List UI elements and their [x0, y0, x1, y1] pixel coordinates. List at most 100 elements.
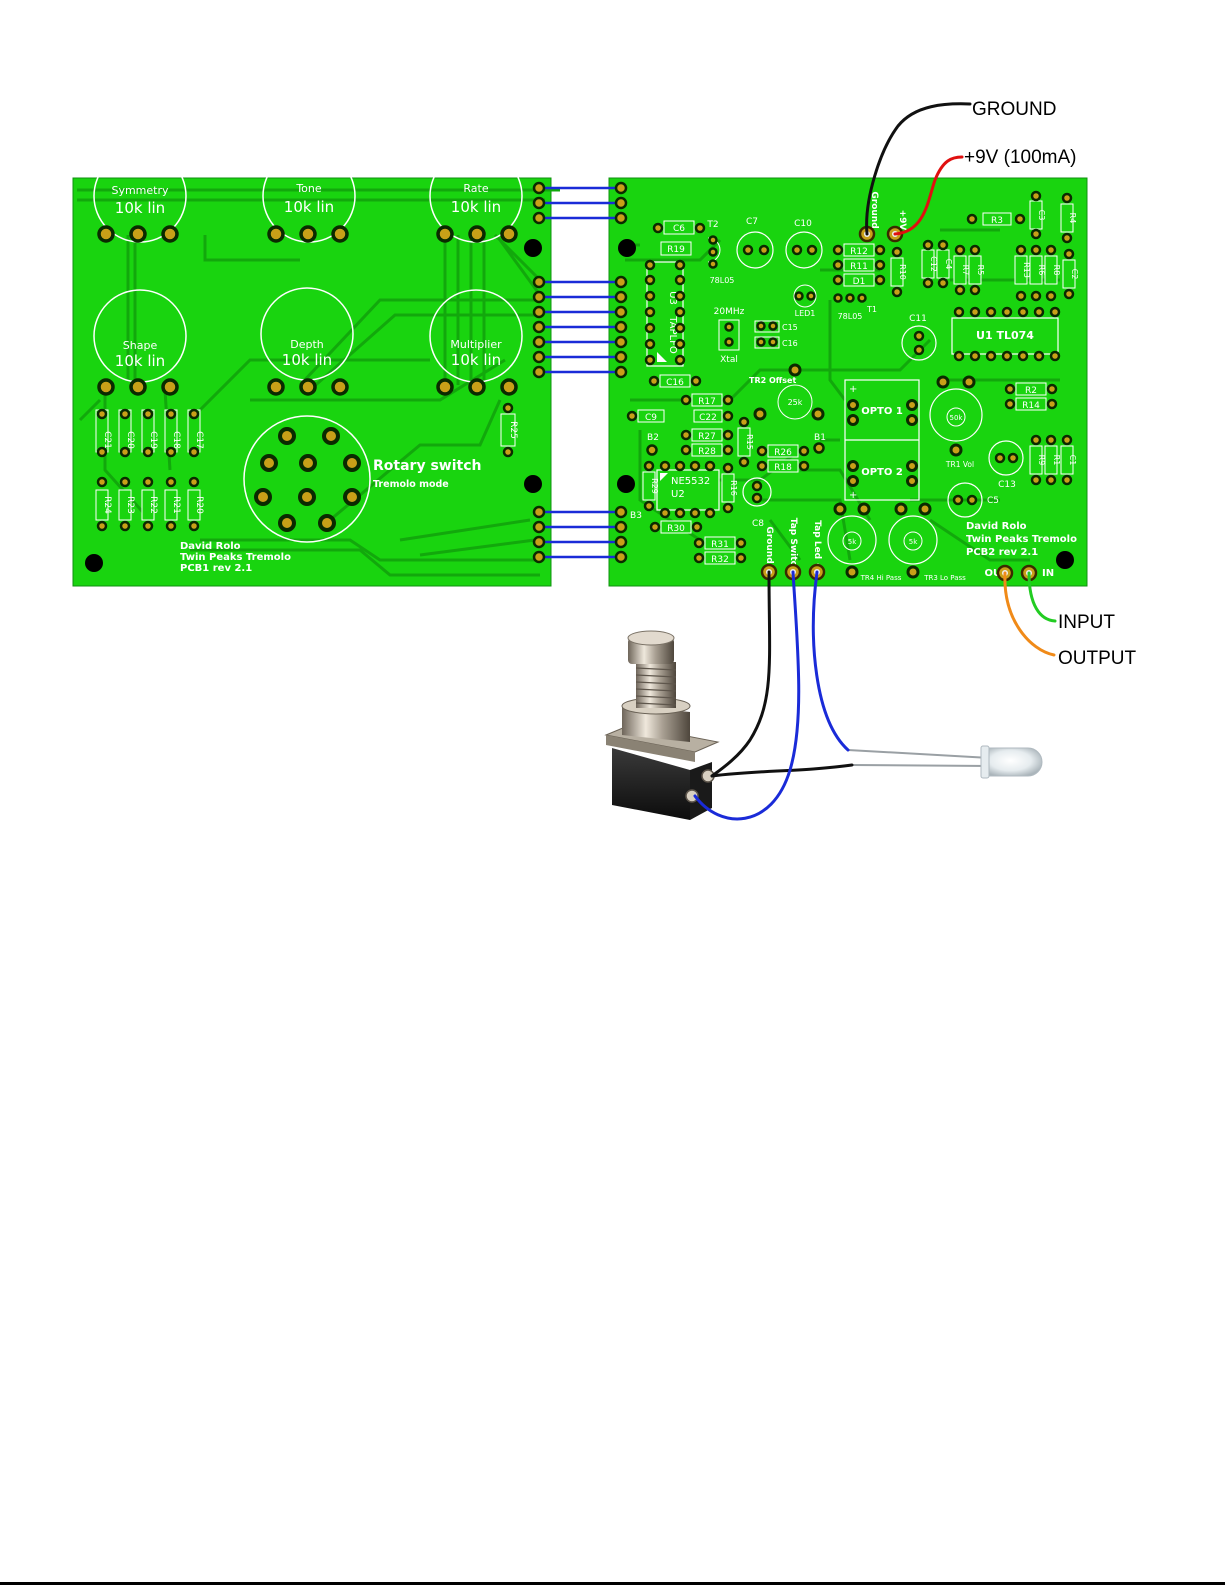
power-callout: +9V (100mA): [964, 147, 1076, 168]
label-u3: U3: [667, 291, 678, 305]
tap-ground-to-led-wire: [710, 763, 854, 778]
pcb2-optos: + + OPTO 1 OPTO 2: [844, 379, 920, 501]
label-r18: R18: [774, 463, 792, 473]
label-r26: R26: [774, 448, 792, 458]
chip-u1-tl074: U1 TL074: [951, 306, 1061, 362]
rotary-switch: Rotary switch Tremolo mode: [243, 415, 481, 543]
label-r25: R25: [508, 421, 518, 439]
label-5k-b: 5k: [909, 538, 918, 546]
pot-rate-name: Rate: [463, 182, 488, 195]
pcb2-electrolytic-caps: [736, 231, 1024, 518]
tap-wires: [693, 570, 854, 821]
tap-ground-wire: [710, 570, 772, 778]
label-r27: R27: [698, 432, 716, 442]
label-r15: R15: [745, 434, 754, 450]
pcb2-board: Ground +9V U3 TAPLFO U1 TL074: [608, 177, 1088, 587]
label-r21: R21: [171, 496, 181, 514]
label-50k: 50k: [950, 414, 964, 422]
pad-label-tap-switch: Tap Switch: [788, 518, 798, 573]
label-c1: C1: [1068, 455, 1077, 466]
pcb1-pot-pads: [97, 225, 518, 396]
pcb2-tr2-trimmer: TR2 Offset 25k: [749, 363, 825, 421]
label-r10: R10: [898, 264, 907, 280]
label-u2: U2: [671, 489, 685, 500]
label-xtal: Xtal: [720, 355, 738, 365]
label-taplfo: TAPLFO: [667, 315, 678, 354]
label-r3: R3: [991, 216, 1003, 226]
pcb2-vertical-parts: R10 C12 C4 R7 R5 C3 R4 R13 R6 R8 C2 R15 …: [642, 190, 1079, 514]
label-r11: R11: [850, 262, 868, 272]
pot-shape: Shape 10k lin: [93, 289, 187, 383]
label-c6: C6: [673, 224, 685, 234]
ground-wire: [865, 102, 972, 236]
label-c16b: C16: [666, 378, 684, 388]
pcb1-resistor-column: R24 R23 R22 R21 R20: [95, 476, 204, 532]
pcb1-credit-author: David Rolo: [180, 541, 241, 552]
label-c22: C22: [699, 413, 717, 423]
label-r8: R8: [1052, 265, 1061, 276]
svg-text:+: +: [849, 490, 857, 501]
pcb1-mount-holes: [85, 239, 542, 572]
label-r22: R22: [148, 496, 158, 514]
label-r30: R30: [667, 524, 685, 534]
power-wires: [865, 102, 1057, 657]
label-c19: C19: [148, 431, 158, 449]
label-r24: R24: [102, 496, 112, 514]
label-r29: R29: [650, 478, 659, 494]
pcb2-cap-pads: [742, 244, 1019, 506]
label-u1: U1 TL074: [976, 329, 1034, 342]
label-c17: C17: [194, 431, 204, 449]
pcb1-cap-column: C21 C20 C19 C18 C17: [95, 408, 204, 458]
pcb1-traces: [77, 188, 560, 577]
pcb1-credit: David Rolo Twin Peaks Tremolo PCB1 rev 2…: [180, 541, 291, 574]
pcb2-crystal: 20MHz Xtal: [714, 307, 745, 365]
chip-u2-ne5532: NE5532 U2: [656, 460, 720, 519]
label-c20: C20: [125, 431, 135, 449]
label-tr2: TR2 Offset: [749, 376, 796, 385]
label-c15: C15: [782, 323, 798, 332]
pad-label-ground-top: Ground: [869, 191, 879, 228]
output-wire: [1003, 571, 1056, 657]
pcb2-credit-author: David Rolo: [966, 521, 1027, 532]
label-c11: C11: [909, 314, 927, 324]
pot-depth-value: 10k lin: [282, 351, 332, 369]
label-c9: C9: [645, 413, 657, 423]
label-r1: R1: [1052, 455, 1061, 466]
board-interconnect-wires: [532, 181, 628, 564]
label-opto1: OPTO 1: [861, 406, 903, 417]
label-c13: C13: [998, 480, 1016, 490]
label-r32: R32: [711, 555, 729, 565]
pot-depth-name: Depth: [290, 338, 324, 351]
pot-tone-value: 10k lin: [284, 198, 334, 216]
label-c4: C4: [944, 259, 953, 270]
pcb2-credit: David Rolo Twin Peaks Tremolo PCB2 rev 2…: [966, 521, 1077, 558]
label-c21: C21: [102, 431, 112, 449]
label-r14: R14: [1022, 401, 1040, 411]
label-r20: R20: [194, 496, 204, 514]
label-78l05-b: 78L05: [838, 312, 863, 321]
label-b1: B1: [814, 433, 826, 443]
label-c8: C8: [752, 519, 764, 529]
chip-u3-taplfo: U3 TAPLFO: [644, 259, 686, 367]
input-callout: INPUT: [1058, 612, 1115, 633]
ground-callout: GROUND: [972, 99, 1056, 120]
pot-symmetry-name: Symmetry: [111, 184, 169, 197]
label-ne5532: NE5532: [671, 476, 710, 487]
power-callouts: GROUND +9V (100mA) INPUT OUTPUT: [964, 99, 1137, 669]
label-t2: T2: [706, 220, 718, 230]
label-in: IN: [1042, 568, 1054, 579]
pcb2-horizontal-parts: C6 R19 R12 R11 D1 R3 C16 R17 C9 C22 R27 …: [626, 212, 1058, 565]
pcb2-tr4-tr3: 5k 5k TR4 Hi Pass TR3 Lo Pass: [827, 502, 966, 582]
pcb2-c15-c16: C15 C16: [754, 320, 798, 349]
pot-symmetry: Symmetry 10k lin: [93, 149, 187, 243]
rotary-switch-subtitle: Tremolo mode: [373, 479, 449, 490]
rotary-switch-title: Rotary switch: [373, 458, 481, 474]
pcb2-mount-holes: [617, 239, 1074, 569]
input-wire: [1027, 571, 1057, 623]
tap-switch-wire: [693, 570, 801, 821]
label-tr3: TR3 Lo Pass: [923, 574, 966, 582]
label-tr4: TR4 Hi Pass: [860, 574, 902, 582]
label-c18: C18: [171, 431, 181, 449]
label-b3: B3: [630, 511, 642, 521]
